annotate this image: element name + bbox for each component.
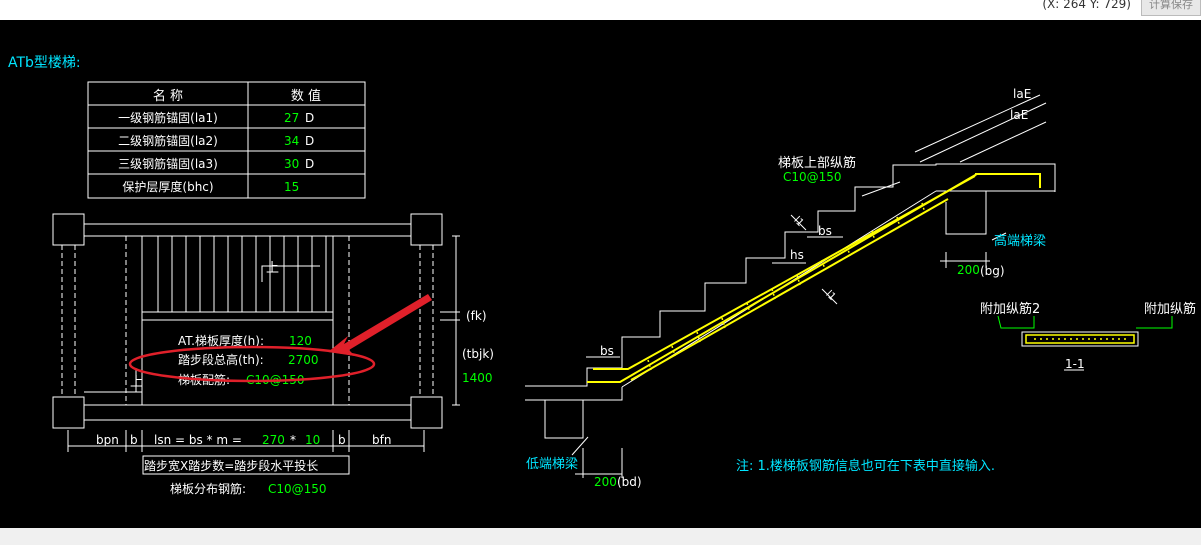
highlight-arrow-icon <box>328 294 432 356</box>
section-1-1-detail <box>997 315 1173 371</box>
section-view <box>525 94 1056 478</box>
section-mark: 1-1 <box>1065 357 1085 371</box>
bs-upper-label: bs <box>818 224 832 238</box>
plan-up-label: 上 <box>266 261 279 276</box>
high-beam-unit: (bg) <box>980 264 1005 278</box>
fk-label: (fk) <box>466 309 487 323</box>
extra-rebar-2-label: 附加纵筋2 <box>980 301 1040 317</box>
table-row-value[interactable]: 30 <box>284 157 299 171</box>
plan-view <box>52 213 460 452</box>
param-table <box>87 81 366 199</box>
distribution-value[interactable]: C10@150 <box>268 482 327 496</box>
table-row-value[interactable]: 34 <box>284 134 299 148</box>
formula-m[interactable]: 10 <box>305 433 320 447</box>
height-value[interactable]: 2700 <box>288 353 319 367</box>
formula-prefix: lsn = bs * m = <box>154 433 242 447</box>
stair-drawing: ATb型楼梯: 名 称 数 值 一级钢筋锚固(la1) 27 D 二级钢筋锚固(… <box>8 55 1196 496</box>
highlight-ellipse <box>128 345 376 383</box>
drawing-title: ATb型楼梯: <box>8 55 81 71</box>
section-stirrups <box>647 202 926 371</box>
table-row-name: 一级钢筋锚固(la1) <box>118 110 218 125</box>
distribution-label: 梯板分布钢筋: <box>170 481 246 496</box>
table-row-unit: D <box>305 111 314 125</box>
plan-up-label-lower: 上 <box>130 375 143 390</box>
low-beam-label: 低端梯梁 <box>526 457 578 472</box>
laE-outer-label: laE <box>1013 87 1031 101</box>
thickness-label: AT.梯板厚度(h): <box>178 333 264 348</box>
top-rebar-value[interactable]: C10@150 <box>783 170 842 184</box>
table-header-value: 数 值 <box>291 88 321 104</box>
l1-label-bottom: l1 <box>823 289 837 303</box>
formula-caption: 踏步宽X踏步数=踏步段水平投长 <box>144 458 318 473</box>
hs-label: hs <box>790 248 804 262</box>
thickness-value[interactable]: 120 <box>289 334 312 348</box>
high-beam-width[interactable]: 200 <box>957 263 980 277</box>
table-row-value[interactable]: 27 <box>284 111 299 125</box>
table-row-name: 二级钢筋锚固(la2) <box>118 133 218 148</box>
table-row-value[interactable]: 15 <box>284 180 299 194</box>
cursor-coordinates: (X: 264 Y: 729) <box>1042 0 1131 11</box>
bpn-label: bpn <box>96 433 119 447</box>
formula-multiply: * <box>290 433 296 447</box>
b-label-right: b <box>338 433 346 447</box>
low-beam-unit: (bd) <box>617 475 642 489</box>
bs-lower-label: bs <box>600 344 614 358</box>
table-row-unit: D <box>305 134 314 148</box>
extra-rebar-label: 附加纵筋 <box>1144 301 1196 317</box>
tbjk-label: (tbjk) <box>462 347 494 361</box>
table-header-name: 名 称 <box>153 88 183 104</box>
top-rebar-label: 梯板上部纵筋 <box>778 155 856 171</box>
caption-box <box>142 455 350 475</box>
laE-inner-label: laE <box>1010 108 1028 122</box>
table-row-name: 三级钢筋锚固(la3) <box>118 156 218 171</box>
top-toolbar: (X: 264 Y: 729) 计算保存 <box>0 0 1201 20</box>
height-label: 踏步段总高(th): <box>178 352 264 367</box>
table-row-unit: D <box>305 157 314 171</box>
high-beam-label: 高端梯梁 <box>994 233 1046 249</box>
low-beam-width[interactable]: 200 <box>594 475 617 489</box>
bottom-panel-edge <box>0 528 1201 545</box>
tbjk-value[interactable]: 1400 <box>462 371 493 385</box>
table-row-name: 保护层厚度(bhc) <box>122 179 213 194</box>
b-label-left: b <box>130 433 138 447</box>
formula-bs[interactable]: 270 <box>262 433 285 447</box>
bfn-label: bfn <box>372 433 391 447</box>
note-text: 注: 1.楼梯板钢筋信息也可在下表中直接输入. <box>736 458 995 474</box>
section-rebars <box>587 173 1041 383</box>
